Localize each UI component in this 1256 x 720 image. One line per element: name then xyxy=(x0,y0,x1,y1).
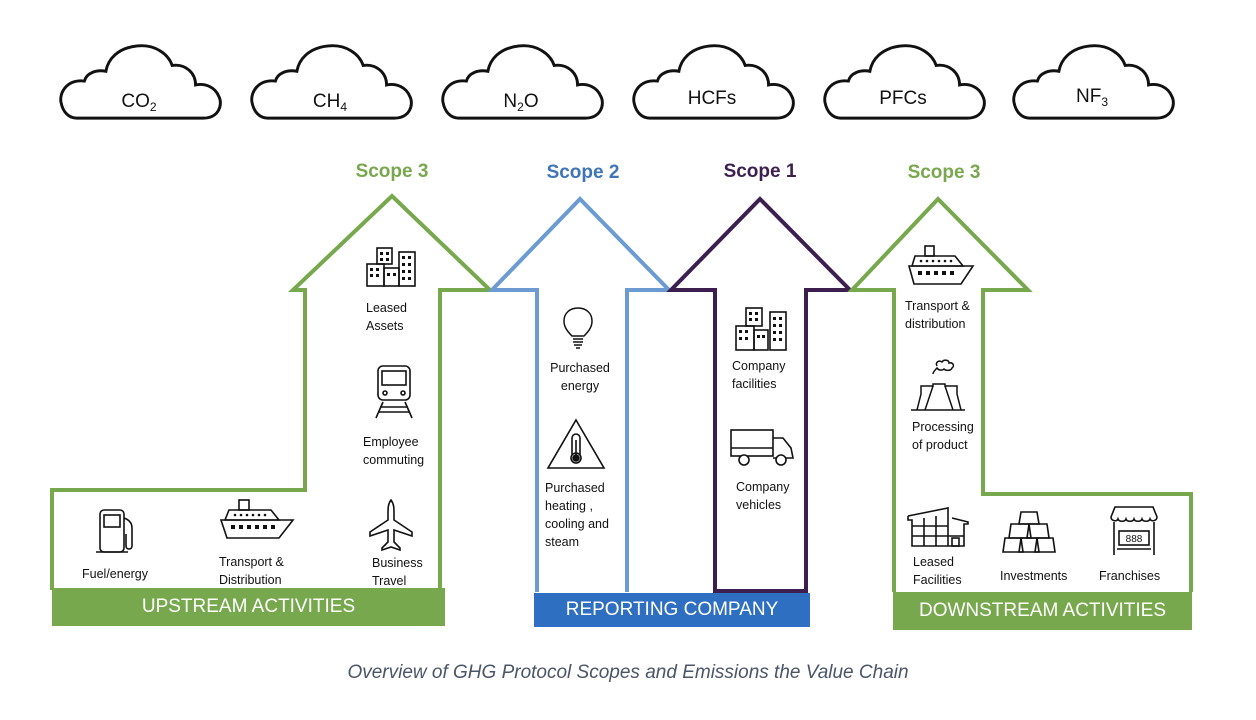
scope3-downstream-label: Scope 3 xyxy=(907,162,981,183)
scope1-arrow xyxy=(666,196,855,593)
upstream-activities-bar: UPSTREAM ACTIVITIES xyxy=(141,596,356,617)
fuel-pump-icon xyxy=(96,509,133,553)
factory-cooling-tower-icon xyxy=(911,359,965,411)
train-icon xyxy=(375,365,413,419)
lightbulb-icon xyxy=(563,307,593,349)
gas-label-ch4: CH4 xyxy=(312,91,348,114)
reporting-company-bar: REPORTING COMPANY xyxy=(565,599,779,620)
item-purchased-heating-cooling-steam: Purchased heating , cooling and steam xyxy=(545,481,609,549)
storefront-icon: 888 xyxy=(1110,506,1158,555)
item-business-travel: Business Travel xyxy=(372,556,423,588)
gas-label-n2o: N2O xyxy=(503,91,539,114)
ship-icon xyxy=(907,245,975,285)
scope3-upstream-label: Scope 3 xyxy=(355,161,429,182)
item-leased-assets: Leased Assets xyxy=(366,301,408,333)
item-company-vehicles: Company vehicles xyxy=(736,480,790,512)
gas-label-hcfs: HCFs xyxy=(687,88,737,109)
thermometer-warning-icon xyxy=(546,418,606,469)
item-processing-of-product: Processing of product xyxy=(912,420,974,452)
gas-label-nf3: NF3 xyxy=(1075,86,1108,109)
downstream-arrow xyxy=(847,196,1193,592)
figure-caption: Overview of GHG Protocol Scopes and Emis… xyxy=(347,662,909,683)
upstream-arrow xyxy=(50,193,495,590)
item-transport-distribution-downstream: Transport & distribution xyxy=(905,299,970,331)
item-purchased-energy: Purchased energy xyxy=(550,361,610,393)
buildings-icon xyxy=(735,307,787,351)
truck-icon xyxy=(730,429,794,466)
scope1-label: Scope 1 xyxy=(723,161,797,182)
item-transport-distribution: Transport & Distribution xyxy=(219,555,284,587)
upstream-bar-bg xyxy=(52,588,445,626)
item-company-facilities: Company facilities xyxy=(732,359,786,391)
gas-label-pfcs: PFCs xyxy=(879,88,927,109)
reporting-bar-bg xyxy=(534,593,810,627)
gas-label-co2: CO2 xyxy=(121,91,157,114)
ship-icon xyxy=(219,499,295,539)
airplane-icon xyxy=(369,498,413,552)
scope2-arrow xyxy=(487,196,674,592)
buildings-icon xyxy=(366,247,416,287)
scope2-label: Scope 2 xyxy=(546,162,620,183)
item-franchises: Franchises xyxy=(1099,569,1161,583)
downstream-bar-bg xyxy=(893,592,1192,630)
item-employee-commuting: Employee commuting xyxy=(363,435,425,467)
gold-bars-icon xyxy=(1002,511,1056,553)
downstream-activities-bar: DOWNSTREAM ACTIVITIES xyxy=(918,600,1167,621)
item-investments: Investments xyxy=(1000,569,1068,583)
svg-text:888: 888 xyxy=(1126,534,1143,545)
item-fuel-energy: Fuel/energy xyxy=(82,567,149,581)
warehouse-icon xyxy=(907,507,969,547)
item-leased-facilities: Leased Facilities xyxy=(913,555,962,587)
